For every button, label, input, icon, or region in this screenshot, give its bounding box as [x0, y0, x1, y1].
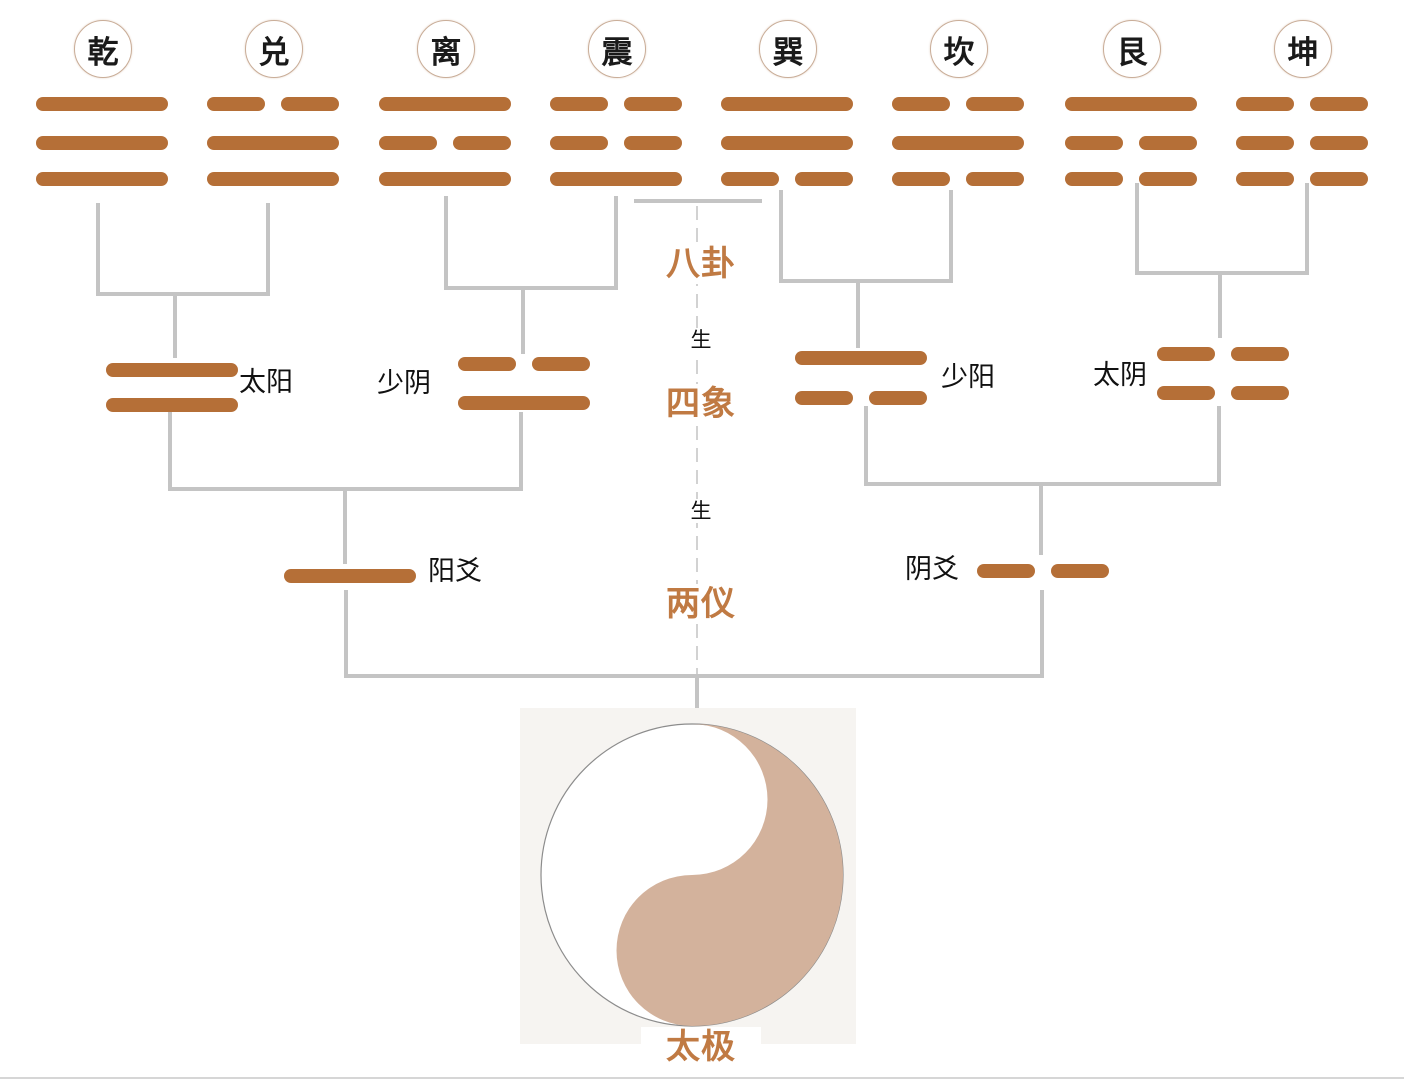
liangyi-label-yin: 阴爻: [905, 554, 959, 585]
trigram-1-yang-line: [207, 136, 339, 150]
sixiang-title: 四象: [641, 384, 761, 424]
taiji-light-dot: [671, 775, 713, 817]
trigram-3-yin-line-segment: [550, 97, 608, 111]
trigram-0-yang-line: [36, 172, 168, 186]
sheng-arrow-lower: 生: [681, 499, 721, 523]
sixiang-label-shaoyin: 少阴: [377, 368, 431, 399]
trigram-2-yin-line-segment: [453, 136, 511, 150]
taiji-title: 太极: [641, 1027, 761, 1067]
trigram-3-yin-line-segment: [624, 136, 682, 150]
trigram-6-yin-line-segment: [1065, 136, 1123, 150]
trigram-7-yin-line-segment: [1236, 97, 1294, 111]
sixiang-label-taiyin: 太阴: [1093, 360, 1147, 391]
trigram-4-yin-line-segment: [795, 172, 853, 186]
sixiang-3-yin-line-segment: [1157, 386, 1215, 400]
connector-bracket-taiyang-shaoyin: [168, 412, 523, 491]
trigram-name-7: 坤: [1274, 20, 1332, 78]
trigram-4-yang-line: [721, 97, 853, 111]
sixiang-3-yin-line-segment: [1231, 347, 1289, 361]
sixiang-0-yang-line: [106, 398, 238, 412]
bottom-rule: [0, 1077, 1404, 1079]
sixiang-label-taiyang: 太阳: [239, 367, 293, 398]
sixiang-1-yin-line-segment: [458, 357, 516, 371]
sixiang-0-yang-line: [106, 363, 238, 377]
sixiang-3-yin-line-segment: [1231, 386, 1289, 400]
trigram-name-0: 乾: [74, 20, 132, 78]
trigram-7-yin-line-segment: [1310, 136, 1368, 150]
trigram-name-2: 离: [417, 20, 475, 78]
connector-bracket-xun-kan: [779, 190, 953, 283]
trigram-name-6: 艮: [1103, 20, 1161, 78]
liangyi-1-yin-line-segment: [977, 564, 1035, 578]
trigram-1-yin-line-segment: [207, 97, 265, 111]
trigram-3-yin-line-segment: [624, 97, 682, 111]
trigram-2-yang-line: [379, 172, 511, 186]
trigram-name-3: 震: [588, 20, 646, 78]
taiji-dark-dot: [671, 921, 713, 963]
liangyi-title: 两仪: [641, 584, 761, 624]
sixiang-2-yin-line-segment: [795, 391, 853, 405]
trigram-5-yin-line-segment: [966, 97, 1024, 111]
sixiang-1-yin-line-segment: [532, 357, 590, 371]
trigram-5-yin-line-segment: [892, 172, 950, 186]
connector-bracket-li-zhen: [444, 196, 618, 290]
sheng-arrow-upper: 生: [681, 328, 721, 352]
trigram-7-yin-line-segment: [1310, 172, 1368, 186]
trigram-5-yin-line-segment: [966, 172, 1024, 186]
trigram-6-yang-line: [1065, 97, 1197, 111]
sixiang-2-yin-line-segment: [869, 391, 927, 405]
trigram-6-yin-line-segment: [1139, 172, 1197, 186]
liangyi-1-yin-line-segment: [1051, 564, 1109, 578]
bagua-title: 八卦: [641, 244, 761, 284]
trigram-6-yin-line-segment: [1065, 172, 1123, 186]
trigram-2-yang-line: [379, 97, 511, 111]
trigram-name-4: 巽: [759, 20, 817, 78]
connector-bracket-qian-dui: [96, 203, 270, 296]
trigram-6-yin-line-segment: [1139, 136, 1197, 150]
taiji-symbol: [520, 708, 856, 1044]
trigram-3-yin-line-segment: [550, 136, 608, 150]
trigram-3-yang-line: [550, 172, 682, 186]
liangyi-label-yang: 阳爻: [428, 556, 482, 587]
connector-bracket-shaoyang-taiyin: [864, 406, 1221, 486]
trigram-5-yang-line: [892, 136, 1024, 150]
trigram-7-yin-line-segment: [1236, 172, 1294, 186]
trigram-2-yin-line-segment: [379, 136, 437, 150]
connector-bracket-gen-kun: [1135, 183, 1309, 275]
trigram-1-yin-line-segment: [281, 97, 339, 111]
liangyi-0-yang-line: [284, 569, 416, 583]
trigram-0-yang-line: [36, 136, 168, 150]
sixiang-label-shaoyang: 少阳: [941, 362, 995, 393]
trigram-1-yang-line: [207, 172, 339, 186]
trigram-4-yang-line: [721, 136, 853, 150]
trigram-0-yang-line: [36, 97, 168, 111]
trigram-4-yin-line-segment: [721, 172, 779, 186]
trigram-5-yin-line-segment: [892, 97, 950, 111]
trigram-name-5: 坎: [930, 20, 988, 78]
trigram-7-yin-line-segment: [1236, 136, 1294, 150]
trigram-name-1: 兑: [245, 20, 303, 78]
connector-bracket-liangyi: [344, 590, 1044, 678]
sixiang-1-yang-line: [458, 396, 590, 410]
trigram-7-yin-line-segment: [1310, 97, 1368, 111]
sixiang-3-yin-line-segment: [1157, 347, 1215, 361]
sixiang-2-yang-line: [795, 351, 927, 365]
